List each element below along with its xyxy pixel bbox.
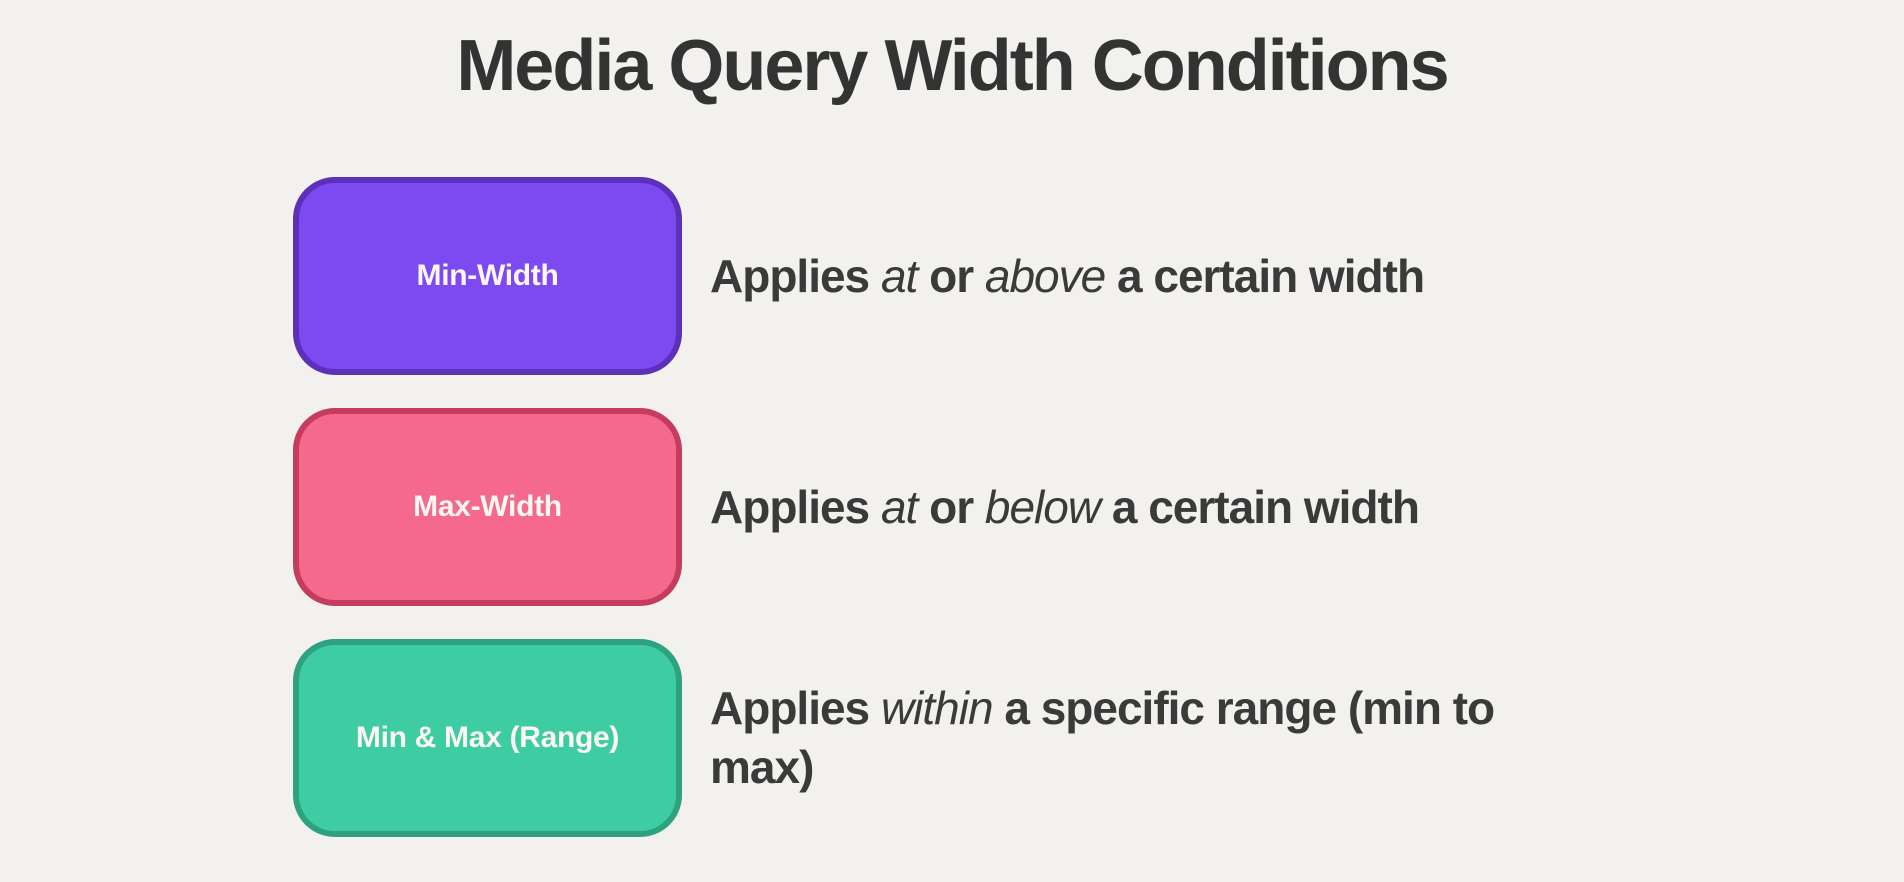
row-min-width: Min-Width Applies at or above a certain … [293, 177, 1904, 375]
min-width-card: Min-Width [293, 177, 682, 375]
min-max-range-card-label: Min & Max (Range) [355, 721, 620, 754]
min-max-range-card: Min & Max (Range) [293, 639, 682, 837]
min-width-card-label: Min-Width [416, 259, 559, 292]
max-width-card-label: Max-Width [413, 490, 562, 523]
min-max-range-description: Applies within a specific range (min to … [710, 682, 1495, 793]
row-min-max-range: Min & Max (Range) Applies within a speci… [293, 639, 1904, 837]
min-width-description: Applies at or above a certain width [710, 249, 1425, 302]
condition-rows: Min-Width Applies at or above a certain … [293, 177, 1904, 837]
max-width-card: Max-Width [293, 408, 682, 606]
page-title: Media Query Width Conditions [456, 26, 1449, 106]
max-width-description: Applies at or below a certain width [710, 480, 1420, 533]
row-max-width: Max-Width Applies at or below a certain … [293, 408, 1904, 606]
